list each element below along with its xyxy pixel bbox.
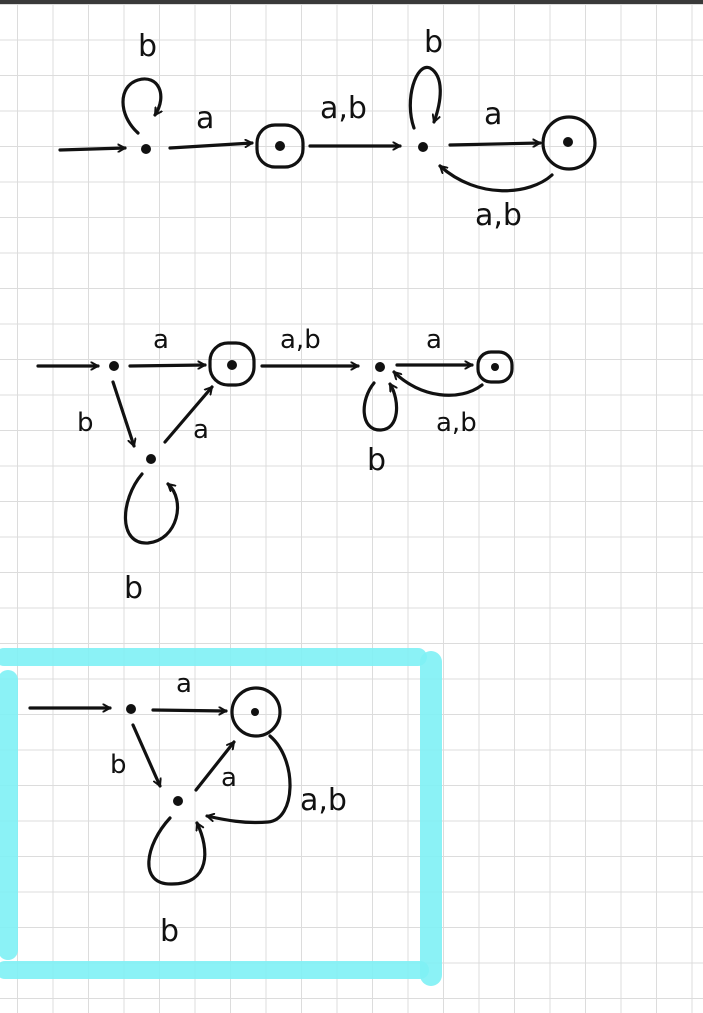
loop-b-p2 <box>123 472 179 545</box>
label-edge-a-q0-q1: a <box>196 101 214 136</box>
label-edge-ab-p4-p3: a,b <box>436 408 477 438</box>
label-edge-a-p2-p1: a <box>193 415 209 445</box>
diagram-3: a b a a,b b <box>28 669 347 949</box>
edge-a-q2-q3 <box>448 143 542 145</box>
edge-ab-q3-q2 <box>438 164 554 193</box>
label-edge-a-q2-q3: a <box>484 97 502 132</box>
label-loop-b-r2: b <box>160 914 179 949</box>
state-r2 <box>173 796 183 806</box>
highlight-box <box>0 648 442 986</box>
label-loop-b-q0: b <box>138 29 157 64</box>
state-q3-accepting <box>541 115 597 171</box>
label-loop-b-q2: b <box>424 25 443 60</box>
state-p4-dot <box>491 363 499 371</box>
loop-b-q2 <box>408 65 442 130</box>
label-edge-ab-q3-q2: a,b <box>475 198 522 233</box>
label-edge-a-r0-r1: a <box>176 669 192 699</box>
top-bar <box>0 0 703 4</box>
loop-b-q0 <box>121 77 161 135</box>
edge-a-p2-p1 <box>163 385 214 444</box>
state-q2 <box>418 142 428 152</box>
loop-b-r2 <box>147 816 207 886</box>
edge-a-p0-p1 <box>128 365 207 366</box>
edge-b-r0-r2 <box>131 723 160 788</box>
label-edge-b-r0-r2: b <box>110 750 127 780</box>
edge-a-r0-r1 <box>151 710 228 711</box>
state-q1-dot <box>275 141 285 151</box>
label-edge-a-p3-p4: a <box>426 325 442 355</box>
state-p1-dot <box>227 360 237 370</box>
edge-a-r2-r1 <box>194 740 236 792</box>
edge-ab-r1-r2 <box>205 734 292 825</box>
diagram-1: b a a,b b a a,b <box>58 25 597 233</box>
loop-b-p3 <box>362 381 399 432</box>
state-p0 <box>109 361 119 371</box>
diagram-2: a b a b a,b b a a,b <box>36 325 514 606</box>
state-q3-dot <box>563 137 573 147</box>
edge-b-p0-p2 <box>111 380 134 448</box>
label-edge-a-p0-p1: a <box>153 325 169 355</box>
label-edge-ab-q1-q2: a,b <box>320 91 367 126</box>
label-edge-a-r2-r1: a <box>221 763 237 793</box>
state-p1-accepting <box>208 341 256 387</box>
label-loop-b-p3: b <box>367 443 386 478</box>
label-edge-b-p0-p2: b <box>77 408 94 438</box>
edge-ab-p4-p3 <box>392 370 484 397</box>
label-edge-ab-r1-r2: a,b <box>300 783 347 818</box>
label-edge-ab-p1-p3: a,b <box>280 325 321 355</box>
label-loop-b-p2: b <box>124 571 143 606</box>
edge-a-q0-q1 <box>168 143 254 150</box>
start-arrow <box>58 148 127 150</box>
state-r0 <box>126 704 136 714</box>
state-r1-dot <box>251 708 259 716</box>
state-p3 <box>375 362 385 372</box>
state-q1-accepting <box>255 123 305 169</box>
state-p2 <box>146 454 156 464</box>
state-r1-accepting <box>230 686 282 738</box>
state-p4-accepting <box>476 350 514 384</box>
state-q0 <box>141 144 151 154</box>
